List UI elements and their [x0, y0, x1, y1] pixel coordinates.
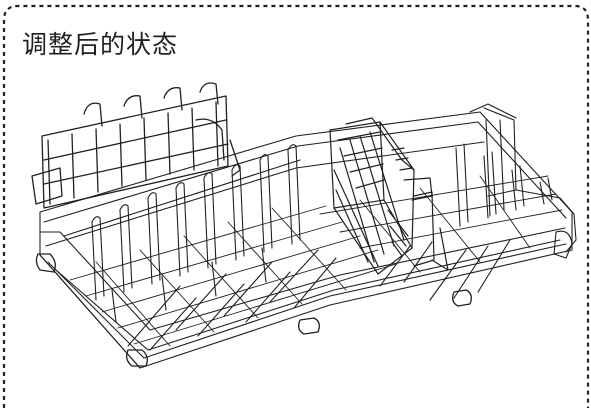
rack-frame — [39, 111, 573, 369]
caption-title: 调整后的状态 — [22, 30, 179, 59]
cup-shelf — [31, 82, 241, 209]
rack-wheels — [35, 253, 472, 367]
right-shelf — [469, 103, 577, 259]
cutlery-basket — [329, 117, 449, 275]
plate-tines — [91, 144, 337, 351]
